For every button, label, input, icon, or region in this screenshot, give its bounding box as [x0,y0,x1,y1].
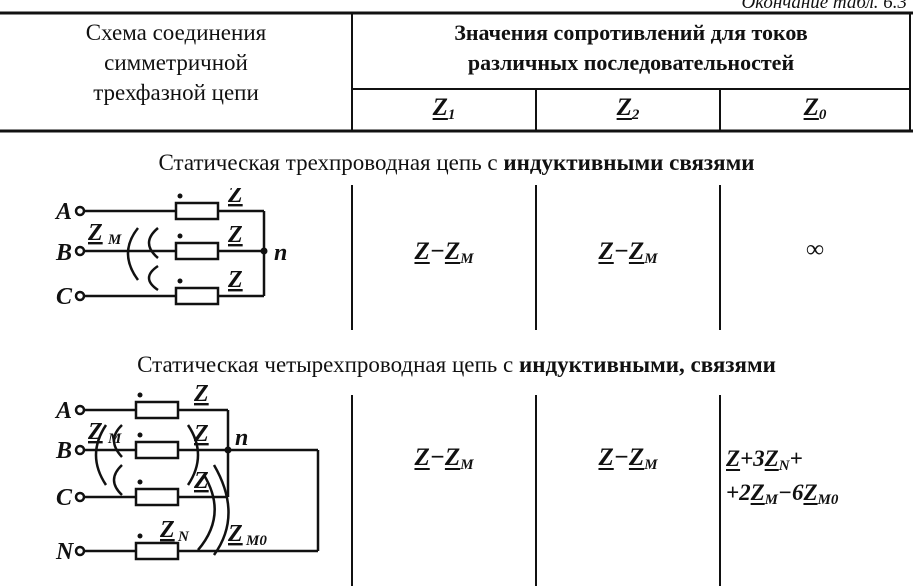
section-2-title: Статическая четырехпроводная цепь с инду… [0,352,913,378]
s2-label-zn: Z [159,517,175,543]
s1-z2-value: Z−ZM [598,238,658,267]
s2-z1-value: Z−ZM [414,444,474,473]
header-z1: Z1 [432,94,456,123]
header-scheme-line-2: симметричной [104,50,248,75]
header-scheme-line-1: Схема соединения [85,20,267,45]
s2-label-b: B [55,438,72,464]
s2-label-n-terminal: N [55,539,75,565]
s2-label-c: C [56,485,73,511]
s2-z0-line-2: +2ZM−6ZM0 [726,480,839,508]
s1-label-a: A [54,199,72,225]
s1-label-z-a: Z [227,188,243,208]
section-1-title: Статическая трехпроводная цепь с индукти… [0,150,913,176]
s2-label-z-a: Z [193,385,209,407]
header-values-line-1: Значения сопротивлений для токов [454,20,808,45]
s2-label-z-b: Z [193,421,209,447]
section-1-schematic: A B C n Z Z Z Z M [54,188,287,310]
header-z0: Z0 [803,94,827,123]
section-1-title-bold: индуктивными связями [503,150,755,175]
s1-label-n: n [274,240,287,266]
s2-label-z-c: Z [193,468,209,494]
section-2-title-plain: Статическая четырехпроводная цепь с [137,352,514,377]
s1-label-b: B [55,240,72,266]
s1-z1-value: Z−ZM [414,238,474,267]
section-2-schematic: A B C N n Z Z Z Z M Z N Z M0 [54,385,320,565]
s2-z2-value: Z−ZM [598,444,658,473]
header-values-line-2: различных последовательностей [467,50,795,75]
s1-label-c: C [56,284,73,310]
s1-label-zm-sub: M [107,232,122,248]
s2-label-zn-sub: N [177,529,190,545]
s2-label-zm0-sub: M0 [245,533,267,549]
s2-label-zm: Z [87,419,103,445]
s2-label-n: n [235,425,248,451]
s1-z0-value: ∞ [806,236,824,263]
s1-label-z-c: Z [227,267,243,293]
s2-label-zm-sub: M [107,431,122,447]
section-1-title-plain: Статическая трехпроводная цепь с [158,150,498,175]
table-caption: Окончание табл. 6.3 [741,0,907,13]
s2-z0-line-1: Z+3ZN+ [726,446,803,474]
header-z2: Z2 [616,94,640,123]
s2-label-a: A [54,398,72,424]
header-scheme-line-3: трехфазной цепи [93,80,259,105]
section-2-title-bold: индуктивными, связями [519,352,776,377]
header-scheme-cell: Схема соединения симметричной трехфазной… [0,18,352,108]
s1-label-z-b: Z [227,222,243,248]
s2-label-zm0: Z [227,521,243,547]
s1-label-zm: Z [87,220,103,246]
header-values-cell: Значения сопротивлений для токов различн… [352,18,910,78]
